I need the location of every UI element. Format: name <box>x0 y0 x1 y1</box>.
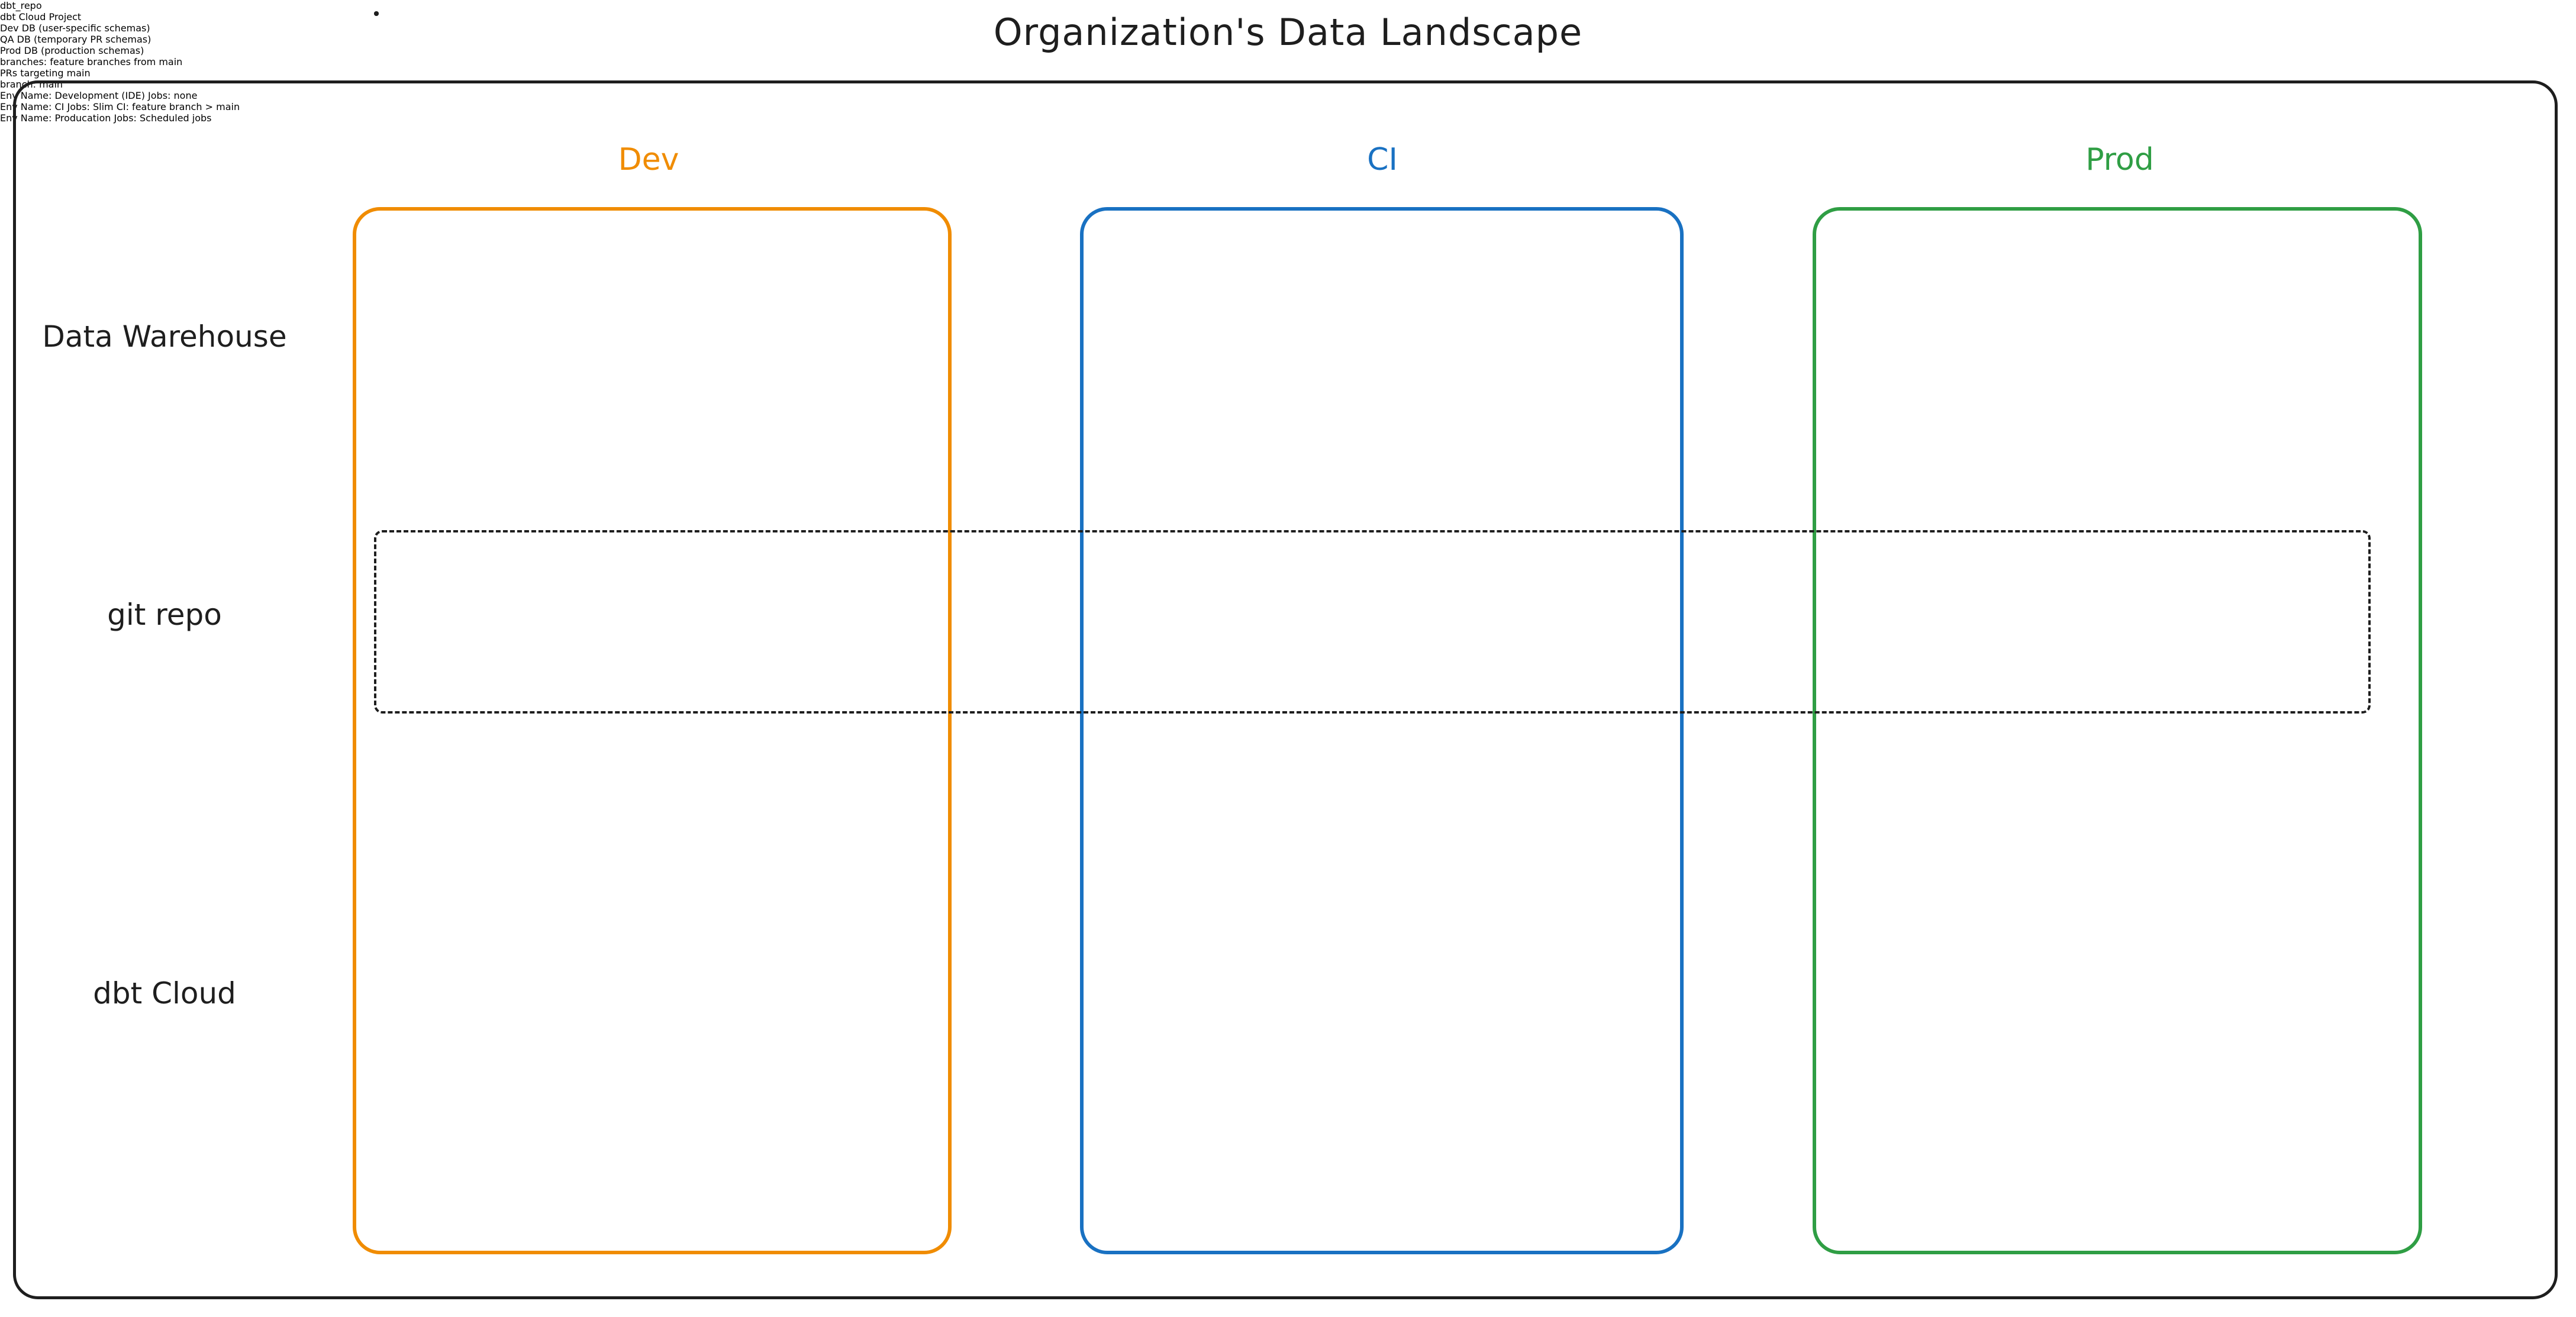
env-header-prod: Prod <box>2085 142 2154 177</box>
node-dev-db-line2: (user-specific schemas) <box>38 22 150 34</box>
env-column-prod <box>1813 207 2422 1254</box>
row-label-data-warehouse: Data Warehouse <box>17 319 312 354</box>
group-container-dbt-repo <box>374 530 2371 714</box>
group-container-dbt-cloud-project <box>374 11 379 16</box>
git-cell-dev: branches: feature branches from main <box>0 56 2576 67</box>
node-dbt-cloud-prod-env-value: Producation <box>54 112 111 124</box>
git-cell-ci: PRs targeting main <box>0 67 2576 79</box>
node-dev-db-line1: Dev DB <box>0 22 36 34</box>
env-header-dev: Dev <box>618 142 679 177</box>
node-prod-db-line2: (production schemas) <box>41 45 144 56</box>
node-qa-db-line1: QA DB <box>0 34 31 45</box>
git-cell-dev-line2: feature branches from main <box>50 56 183 67</box>
node-dbt-cloud-prod-jobs-value: Scheduled jobs <box>140 112 212 124</box>
node-dbt-cloud-ci-env-value: CI <box>54 101 65 112</box>
node-dbt-cloud-dev-env-value: Development (IDE) <box>54 90 145 101</box>
env-header-ci: CI <box>1367 142 1398 177</box>
node-dbt-cloud-dev-jobs-value: none <box>173 90 198 101</box>
node-dbt-cloud-ci-jobs-value: Slim CI: feature branch > main <box>92 101 240 112</box>
node-prod-db[interactable]: Prod DB (production schemas) <box>0 45 2576 56</box>
outer-frame <box>13 80 2558 1299</box>
node-dbt-cloud-prod-jobs-label: Jobs: <box>114 112 137 124</box>
row-label-data-warehouse-line2: Warehouse <box>122 319 287 354</box>
row-label-dbt-cloud: dbt Cloud <box>93 976 236 1011</box>
row-label-git-repo: git repo <box>107 598 222 632</box>
node-dbt-cloud-ci-jobs-label: Jobs: <box>67 101 90 112</box>
node-dbt-cloud-prod[interactable]: Env Name: Producation Jobs: Scheduled jo… <box>0 112 2576 124</box>
group-label-dbt-cloud-project: dbt Cloud Project <box>0 11 82 22</box>
git-cell-dev-line1: branches: <box>0 56 47 67</box>
env-column-dev <box>353 207 952 1254</box>
node-prod-db-line1: Prod DB <box>0 45 38 56</box>
node-dbt-cloud-prod-env-label: Env Name: <box>0 112 52 124</box>
node-dbt-cloud-ci-env-label: Env Name: <box>0 101 52 112</box>
page-title: Organization's Data Landscape <box>993 11 1583 54</box>
node-dbt-cloud-dev-jobs-label: Jobs: <box>148 90 171 101</box>
node-dbt-cloud-ci[interactable]: Env Name: CI Jobs: Slim CI: feature bran… <box>0 101 2576 112</box>
node-qa-db[interactable]: QA DB (temporary PR schemas) <box>0 34 2576 45</box>
git-cell-ci-line1: PRs targeting main <box>0 67 91 79</box>
group-label-dbt-repo: dbt_repo <box>0 0 42 11</box>
row-label-data-warehouse-line1: Data <box>42 319 113 354</box>
node-qa-db-line2: (temporary PR schemas) <box>34 34 151 45</box>
node-dev-db[interactable]: Dev DB (user-specific schemas) <box>0 22 2576 34</box>
env-column-ci <box>1080 207 1684 1254</box>
